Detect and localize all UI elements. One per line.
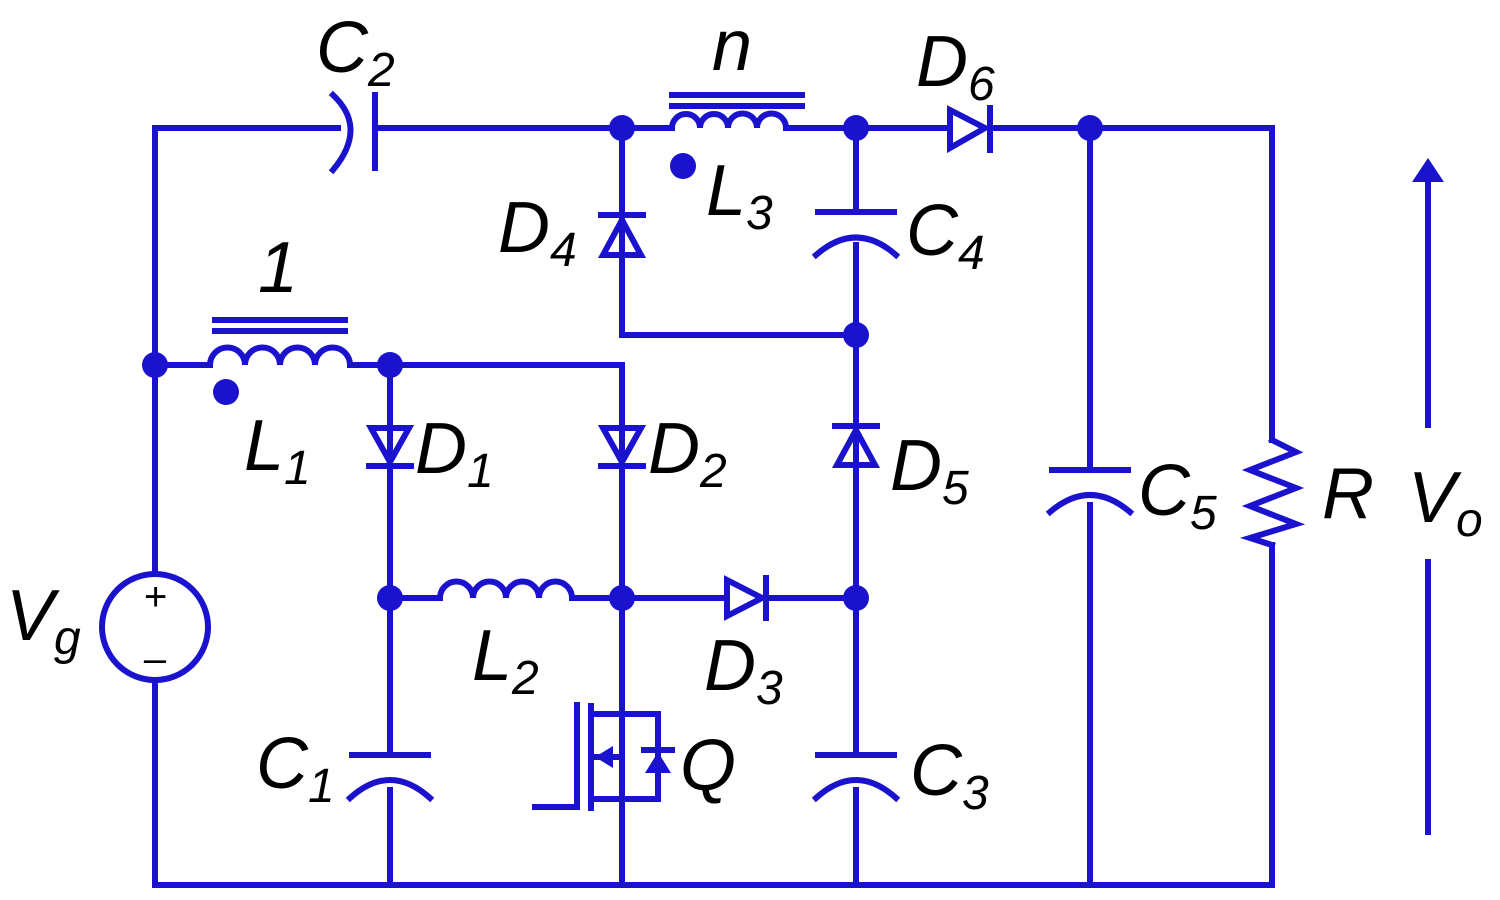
junction-dots xyxy=(142,115,1103,611)
capacitor-c2 xyxy=(328,90,378,175)
junction-dot xyxy=(142,352,168,378)
polarity-dot-l3 xyxy=(670,153,696,179)
junction-dot xyxy=(843,322,869,348)
diode-d5 xyxy=(831,423,881,468)
label-d3: D3 xyxy=(704,626,783,715)
inductor-l2 xyxy=(437,578,575,601)
junction-dot xyxy=(843,585,869,611)
inductor-l1 xyxy=(207,317,353,405)
component-labels: C2 n D6 L3 D4 C4 1 L1 D1 D2 D5 C5 R xyxy=(6,6,1483,820)
label-d2: D2 xyxy=(648,409,727,498)
label-c4: C4 xyxy=(906,191,985,280)
label-l1: L1 xyxy=(244,406,311,495)
label-vo: Vo xyxy=(1408,458,1483,547)
inductor-l3 xyxy=(669,92,805,179)
junction-dot xyxy=(843,115,869,141)
label-l3: L3 xyxy=(706,151,773,240)
label-q: Q xyxy=(680,726,736,806)
capacitor-c4 xyxy=(811,209,901,260)
label-d1: D1 xyxy=(415,409,494,498)
label-d5: D5 xyxy=(890,426,969,515)
junction-dot xyxy=(609,115,635,141)
label-r: R xyxy=(1322,454,1374,534)
label-d6: D6 xyxy=(916,22,995,111)
label-c2: C2 xyxy=(316,8,395,97)
capacitor-c1 xyxy=(345,752,435,803)
polarity-dot-l1 xyxy=(213,379,239,405)
label-c5: C5 xyxy=(1138,451,1217,540)
junction-dot xyxy=(1077,115,1103,141)
capacitor-c3 xyxy=(811,752,901,803)
source-minus-sign: – xyxy=(143,637,167,681)
label-n: n xyxy=(712,6,752,86)
diode-d1 xyxy=(365,425,415,469)
label-c3: C3 xyxy=(910,731,989,820)
label-c1: C1 xyxy=(256,724,335,813)
label-d4: D4 xyxy=(498,188,577,277)
junction-dot xyxy=(377,352,403,378)
capacitor-c5 xyxy=(1045,467,1135,517)
voltage-source-vg: + – xyxy=(99,571,211,683)
label-vg: Vg xyxy=(6,576,81,665)
diode-d3 xyxy=(724,575,769,621)
label-turns-1: 1 xyxy=(258,228,298,308)
label-l2: L2 xyxy=(472,616,539,705)
diode-d2 xyxy=(597,425,647,469)
diode-d4 xyxy=(597,212,647,258)
resistor-r xyxy=(1239,435,1306,549)
diode-d6 xyxy=(947,105,993,154)
output-voltage-arrow xyxy=(1412,158,1444,835)
junction-dot xyxy=(609,585,635,611)
mosfet-q xyxy=(532,702,675,811)
source-plus-sign: + xyxy=(143,575,166,619)
junction-dot xyxy=(377,585,403,611)
